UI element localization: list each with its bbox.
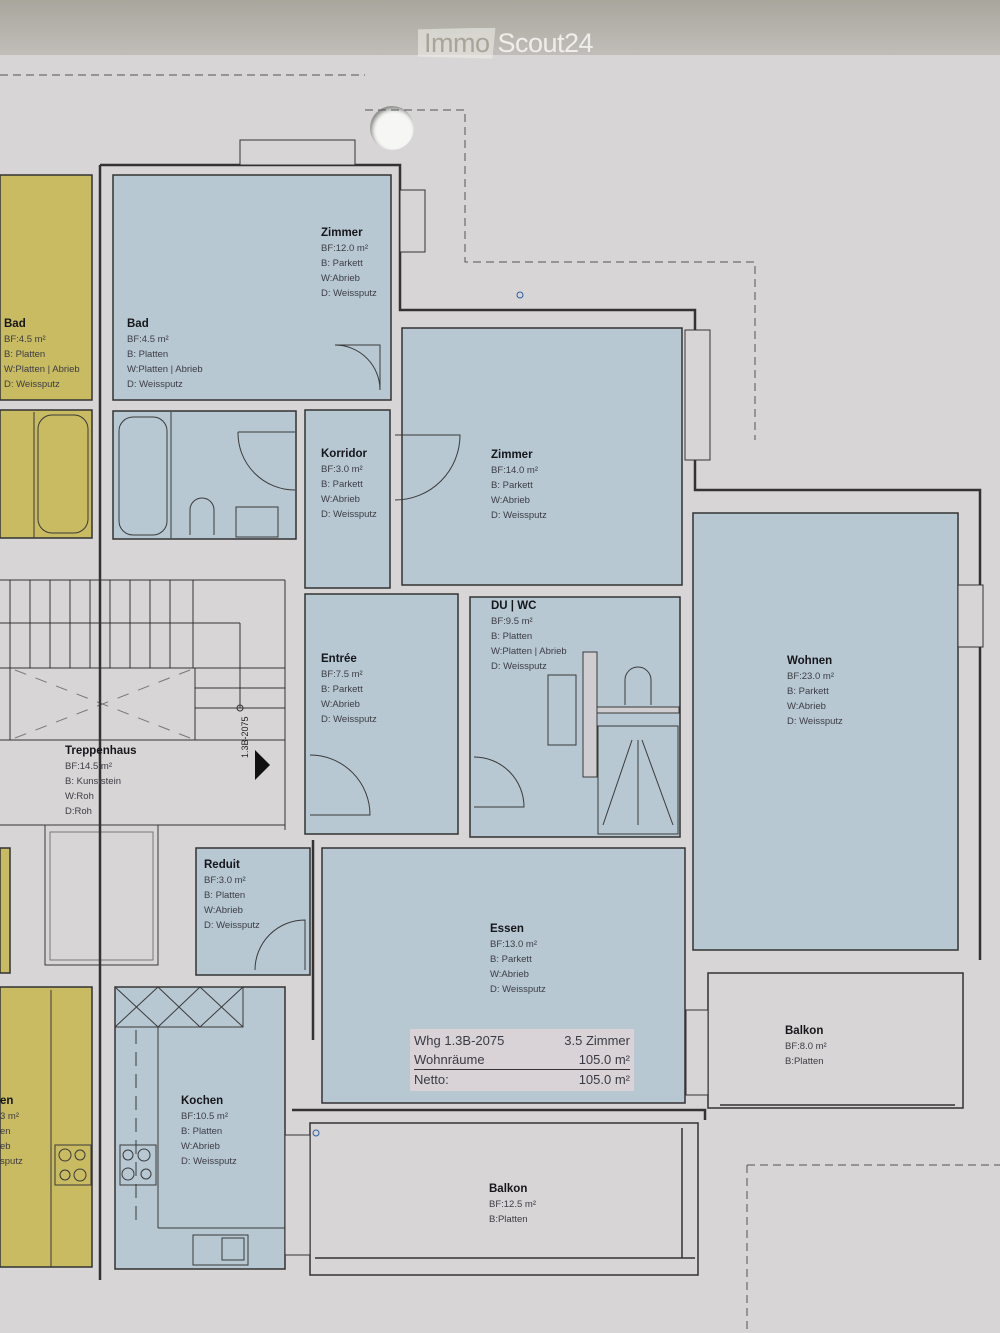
unit-label: Whg 1.3B-2075 — [414, 1033, 505, 1048]
watermark-immo: Immo — [418, 27, 496, 59]
watermark-scout: Scout24 — [497, 27, 594, 58]
entrance-arrow — [255, 750, 270, 780]
exterior-walls — [98, 163, 982, 1280]
summary-row-net: Netto: 105.0 m² — [414, 1069, 630, 1089]
unit-rooms — [112, 174, 959, 1270]
unit-summary-box: Whg 1.3B-2075 3.5 Zimmer Wohnräume 105.0… — [410, 1029, 634, 1091]
rooms-count: 3.5 Zimmer — [564, 1033, 630, 1048]
watermark-logo: Immo Scout24 — [418, 26, 594, 60]
summary-row-unit: Whg 1.3B-2075 3.5 Zimmer — [414, 1031, 630, 1050]
neighbor-unit — [0, 174, 93, 1268]
living-label: Wohnräume — [414, 1052, 485, 1067]
punch-hole — [370, 106, 414, 150]
summary-row-living: Wohnräume 105.0 m² — [414, 1050, 630, 1069]
net-label: Netto: — [414, 1072, 449, 1087]
unit-marker-label: 1.3B-2075 — [240, 716, 250, 758]
living-value: 105.0 m² — [578, 1052, 630, 1067]
site-boundary-lines — [0, 74, 1000, 1333]
net-value: 105.0 m² — [578, 1072, 630, 1087]
windows — [239, 139, 984, 1256]
